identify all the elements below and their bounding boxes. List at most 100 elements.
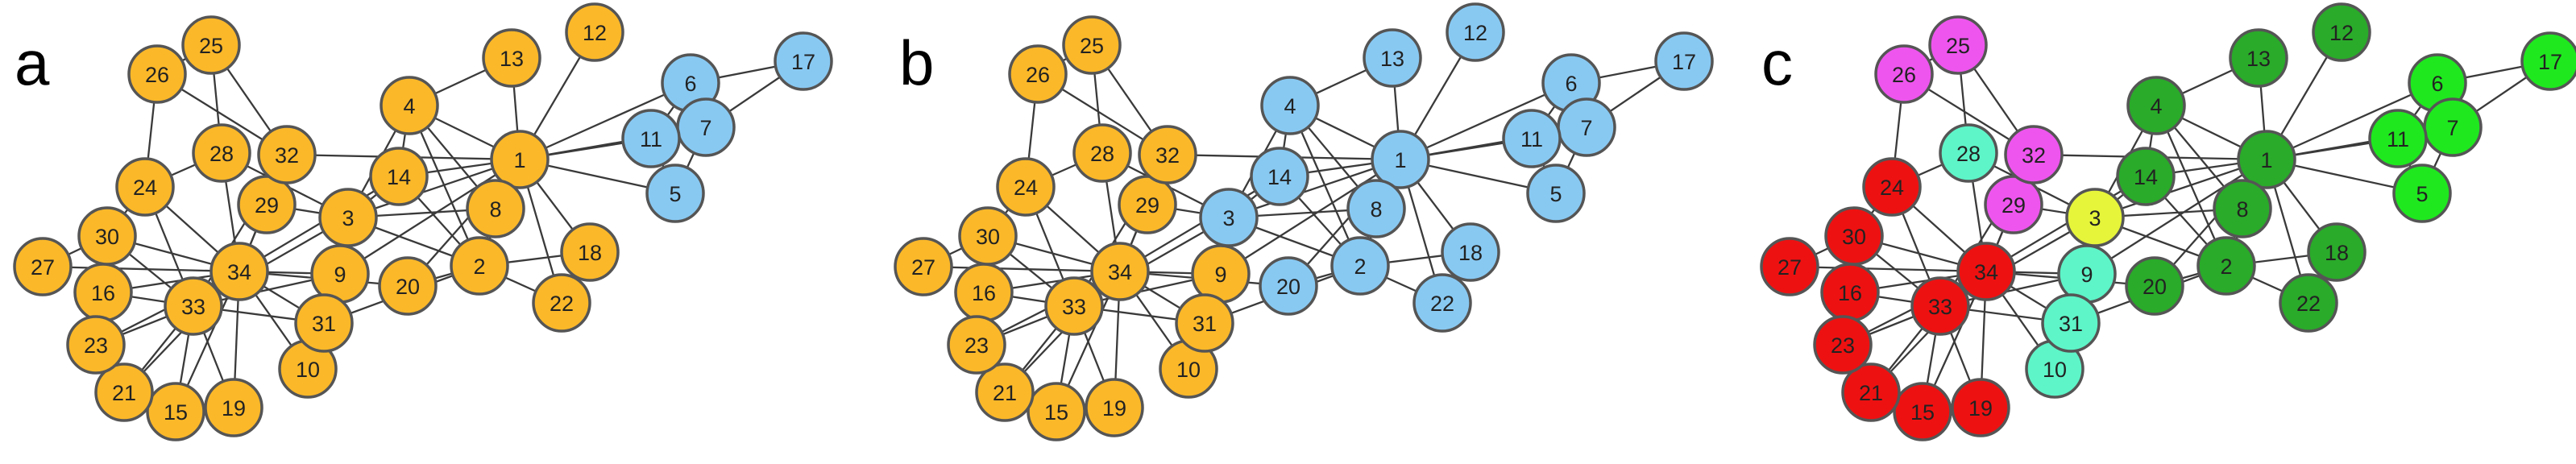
node-29-circle	[237, 175, 297, 234]
node-20-circle	[2125, 256, 2184, 316]
node-15-label: 15	[164, 400, 188, 425]
node-30-label: 30	[1842, 225, 1866, 249]
node-10-label: 10	[2043, 358, 2067, 382]
node-8-circle	[2213, 179, 2272, 238]
edge-1-9	[2086, 159, 2267, 275]
panel-c-network: c 12345678910111213141516171819202122232…	[1760, 2, 2576, 441]
node-30-circle	[77, 206, 137, 266]
node-4-circle	[2126, 76, 2186, 135]
node-14-circle	[369, 147, 429, 206]
node-15-circle	[146, 382, 205, 441]
node-34-circle	[209, 242, 269, 301]
node-21-circle	[94, 362, 154, 422]
node-25-circle	[181, 15, 241, 75]
node-14-label: 14	[387, 165, 411, 189]
node-32-label: 32	[2022, 143, 2046, 168]
node-25-label: 25	[199, 34, 223, 58]
node-17-label: 17	[1672, 50, 1696, 74]
node-26-label: 26	[145, 63, 169, 87]
node-20-circle	[378, 256, 438, 316]
node-7-label: 7	[699, 116, 711, 140]
node-3-label: 3	[342, 206, 354, 230]
node-32-label: 32	[1155, 143, 1180, 168]
node-23-circle	[947, 315, 1006, 375]
node-23-label: 23	[84, 334, 108, 358]
edge-1-9	[339, 159, 521, 275]
panel-a-network: a 12345678910111213141516171819202122232…	[13, 2, 833, 441]
node-5-circle	[645, 164, 705, 223]
node-29-circle	[1984, 175, 2043, 234]
node-2-label: 2	[473, 255, 485, 279]
node-28-label: 28	[1956, 142, 1981, 166]
node-5-circle	[2392, 164, 2452, 223]
node-24-label: 24	[1014, 176, 1038, 200]
node-23-circle	[66, 315, 126, 375]
edge-14-34	[1119, 176, 1280, 272]
node-11-label: 11	[2387, 127, 2409, 151]
node-3-label: 3	[2089, 206, 2101, 230]
node-34-circle	[1090, 242, 1150, 301]
edge-27-34	[42, 265, 240, 273]
node-12-circle	[2312, 2, 2371, 62]
node-32-circle	[1138, 125, 1197, 184]
node-21-label: 21	[1859, 381, 1883, 405]
node-32-circle	[2004, 125, 2064, 184]
node-16-label: 16	[91, 281, 115, 305]
node-19-circle	[1085, 378, 1144, 437]
node-4-label: 4	[403, 94, 415, 118]
node-18-circle	[2307, 222, 2367, 282]
edge-1-3	[1228, 158, 1401, 219]
node-28-circle	[192, 123, 251, 183]
node-2-circle	[1330, 236, 1390, 296]
node-26-circle	[127, 44, 187, 104]
node-8-label: 8	[2236, 197, 2248, 222]
node-11-circle	[621, 109, 681, 168]
node-5-circle	[1526, 164, 1586, 223]
panel-c-letter: c	[1761, 27, 1793, 98]
node-18-circle	[1441, 222, 1500, 282]
node-19-label: 19	[1102, 396, 1126, 420]
node-7-label: 7	[1580, 116, 1592, 140]
panel-a-letter: a	[15, 27, 50, 98]
node-2-label: 2	[2220, 255, 2232, 279]
node-22-circle	[532, 273, 591, 333]
node-27-label: 27	[911, 255, 935, 280]
node-15-circle	[1893, 382, 1952, 441]
node-29-label: 29	[1135, 193, 1159, 218]
node-12-label: 12	[2329, 21, 2354, 45]
node-27-circle	[894, 237, 953, 296]
node-17-circle	[2520, 31, 2576, 91]
node-28-circle	[1939, 123, 1998, 183]
node-13-circle	[2229, 28, 2288, 88]
panel-c-nodes: 1234567891011121314151617181920212223242…	[1760, 2, 2576, 441]
node-21-label: 21	[993, 381, 1017, 405]
node-33-label: 33	[1062, 295, 1086, 319]
node-27-circle	[13, 237, 73, 296]
node-26-circle	[1874, 44, 1934, 104]
edge-27-34	[1789, 265, 1987, 273]
node-13-label: 13	[500, 47, 524, 71]
node-2-circle	[450, 236, 509, 296]
node-31-label: 31	[1193, 312, 1217, 336]
node-21-label: 21	[112, 381, 136, 405]
node-9-label: 9	[1214, 263, 1226, 287]
node-18-label: 18	[578, 241, 602, 265]
node-34-label: 34	[227, 260, 251, 284]
node-4-label: 4	[1284, 94, 1296, 118]
node-22-label: 22	[550, 292, 574, 316]
node-31-label: 31	[312, 312, 336, 336]
node-12-circle	[565, 2, 624, 62]
node-4-circle	[1260, 76, 1320, 135]
node-22-label: 22	[1430, 292, 1454, 316]
node-2-circle	[2196, 236, 2256, 296]
node-14-circle	[1250, 147, 1309, 206]
panel-b-nodes: 1234567891011121314151617181920212223242…	[894, 2, 1714, 441]
node-31-circle	[1175, 293, 1234, 353]
node-11-label: 11	[1520, 127, 1543, 151]
node-13-label: 13	[2246, 47, 2271, 71]
node-22-label: 22	[2296, 292, 2321, 316]
node-29-circle	[1118, 175, 1177, 234]
node-29-label: 29	[2001, 193, 2026, 218]
panel-b-letter: b	[899, 27, 934, 98]
